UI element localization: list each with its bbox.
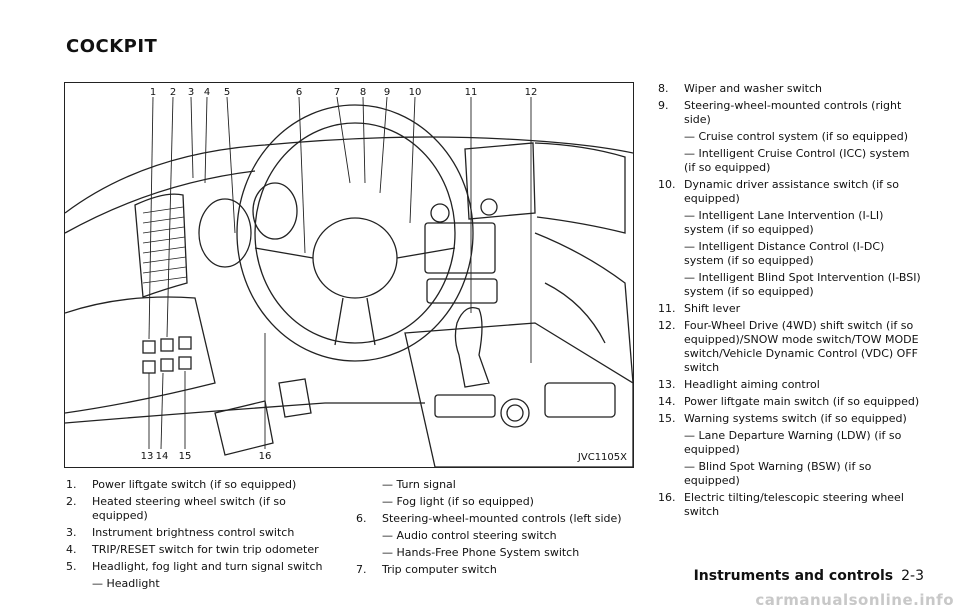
- item-number: 15.: [658, 412, 676, 425]
- item-number: 13.: [658, 378, 676, 391]
- callout-11: 11: [465, 87, 478, 98]
- callout-8: 8: [360, 87, 366, 98]
- item-number: 4.: [66, 543, 77, 556]
- legend-item-2: 2. Heated steering wheel switch (if so eq…: [66, 495, 330, 523]
- item-text: Instrument brightness control switch: [92, 526, 295, 539]
- item-text: Headlight aiming control: [684, 378, 820, 391]
- legend-subitem: — Headlight: [92, 577, 160, 590]
- legend-subitem: — Cruise control system (if so equipped): [684, 130, 909, 143]
- callout-9: 9: [384, 87, 390, 98]
- page-number: 2-3: [901, 568, 924, 584]
- legend-item-10: 10. Dynamic driver assistance switch (if …: [658, 178, 924, 206]
- section-name: Instruments and controls: [693, 568, 894, 584]
- legend-subitem: — Intelligent Distance Control (I-DC) sy…: [684, 240, 885, 267]
- item-text: Power liftgate main switch (if so equipp…: [684, 395, 920, 408]
- item-text: Power liftgate switch (if so equipped): [92, 478, 297, 491]
- item-text: Headlight, fog light and turn signal swi…: [92, 560, 323, 573]
- cockpit-figure: 1 2 3 4 5 6 7 8 9 10 11 12 13 14 15 16 J…: [64, 82, 634, 468]
- callout-12: 12: [525, 87, 538, 98]
- item-number: 16.: [658, 491, 676, 504]
- legend-column-3: 8. Wiper and washer switch 9. Steering-whe…: [658, 82, 924, 522]
- item-text: Four-Wheel Drive (4WD) shift switch (if …: [684, 319, 919, 374]
- page-footer: Instruments and controls 2-3: [694, 568, 924, 584]
- legend-subitem: — Intelligent Cruise Control (ICC) syste…: [684, 147, 910, 174]
- item-number: 12.: [658, 319, 676, 332]
- item-number: 7.: [356, 563, 367, 576]
- page-title: COCKPIT: [66, 36, 158, 57]
- legend-item-4: 4. TRIP/RESET switch for twin trip odomet…: [66, 543, 330, 557]
- item-number: 6.: [356, 512, 367, 525]
- legend-item-3: 3. Instrument brightness control switch: [66, 526, 330, 540]
- cockpit-illustration: 1 2 3 4 5 6 7 8 9 10 11 12 13 14 15 16: [65, 87, 633, 467]
- item-text: Steering-wheel-mounted controls (left si…: [382, 512, 622, 525]
- callout-7: 7: [334, 87, 340, 98]
- callout-13: 13: [141, 451, 154, 462]
- item-text: Heated steering wheel switch (if so equi…: [92, 495, 286, 522]
- figure-code: JVC1105X: [577, 452, 627, 463]
- legend-item-11: 11. Shift lever: [658, 302, 924, 316]
- legend-item-5: 5. Headlight, fog light and turn signal s…: [66, 560, 330, 574]
- legend-subitem: — Intelligent Blind Spot Intervention (I…: [684, 271, 921, 298]
- legend-subitem: — Lane Departure Warning (LDW) (if so eq…: [684, 429, 902, 456]
- legend-subitem: — Hands-Free Phone System switch: [382, 546, 580, 559]
- item-text: Shift lever: [684, 302, 741, 315]
- item-text: Trip computer switch: [382, 563, 497, 576]
- callout-2: 2: [170, 87, 176, 98]
- callout-10: 10: [409, 87, 422, 98]
- legend-item-9: 9. Steering-wheel-mounted controls (right…: [658, 99, 924, 127]
- item-text: Dynamic driver assistance switch (if so …: [684, 178, 899, 205]
- legend-column-2: — Turn signal — Fog light (if so equippe…: [356, 478, 634, 580]
- item-number: 10.: [658, 178, 676, 191]
- legend-subitem: — Turn signal: [382, 478, 456, 491]
- item-text: Wiper and washer switch: [684, 82, 822, 95]
- callout-4: 4: [204, 87, 210, 98]
- callout-15: 15: [179, 451, 192, 462]
- legend-item-6: 6. Steering-wheel-mounted controls (left …: [356, 512, 634, 526]
- item-number: 14.: [658, 395, 676, 408]
- item-number: 2.: [66, 495, 77, 508]
- callout-16: 16: [259, 451, 272, 462]
- legend-item-13: 13. Headlight aiming control: [658, 378, 924, 392]
- callout-3: 3: [188, 87, 194, 98]
- item-number: 3.: [66, 526, 77, 539]
- item-number: 9.: [658, 99, 669, 112]
- watermark: carmanualsonline.info: [755, 591, 954, 609]
- legend-subitem: — Blind Spot Warning (BSW) (if so equipp…: [684, 460, 872, 487]
- item-number: 11.: [658, 302, 676, 315]
- legend-column-1: 1. Power liftgate switch (if so equipped)…: [66, 478, 330, 594]
- callout-5: 5: [224, 87, 230, 98]
- legend-subitem: — Audio control steering switch: [382, 529, 557, 542]
- callout-6: 6: [296, 87, 302, 98]
- item-text: Electric tilting/telescopic steering whe…: [684, 491, 904, 518]
- legend-item-8: 8. Wiper and washer switch: [658, 82, 924, 96]
- legend-item-12: 12. Four-Wheel Drive (4WD) shift switch (…: [658, 319, 924, 375]
- callout-1: 1: [150, 87, 156, 98]
- legend-item-15: 15. Warning systems switch (if so equippe…: [658, 412, 924, 426]
- item-text: Steering-wheel-mounted controls (right s…: [684, 99, 902, 126]
- item-text: Warning systems switch (if so equipped): [684, 412, 907, 425]
- legend-item-7: 7. Trip computer switch: [356, 563, 634, 577]
- legend-subitem: — Intelligent Lane Intervention (I-LI) s…: [684, 209, 884, 236]
- legend-item-14: 14. Power liftgate main switch (if so equ…: [658, 395, 924, 409]
- legend-subitem: — Fog light (if so equipped): [382, 495, 534, 508]
- legend-item-16: 16. Electric tilting/telescopic steering …: [658, 491, 924, 519]
- item-number: 5.: [66, 560, 77, 573]
- callout-14: 14: [156, 451, 169, 462]
- legend-item-1: 1. Power liftgate switch (if so equipped): [66, 478, 330, 492]
- item-text: TRIP/RESET switch for twin trip odometer: [92, 543, 319, 556]
- item-number: 1.: [66, 478, 77, 491]
- item-number: 8.: [658, 82, 669, 95]
